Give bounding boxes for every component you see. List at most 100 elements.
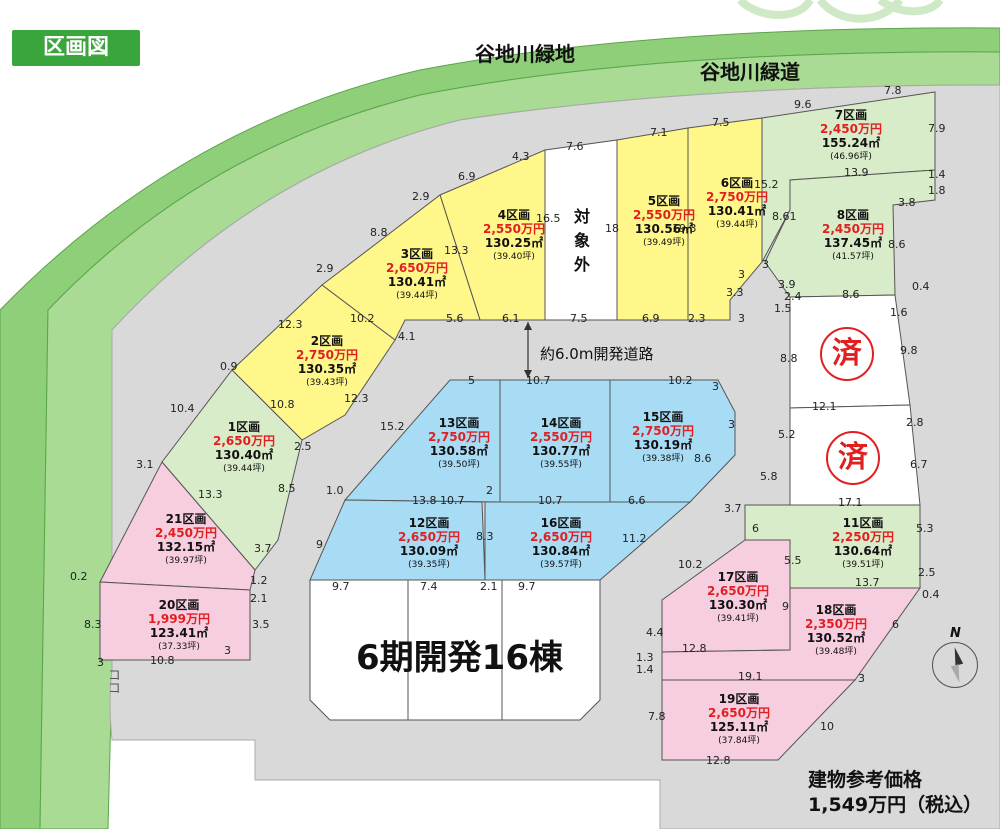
page-title: 区画図	[12, 30, 140, 66]
lot-price: 2,750万円	[706, 190, 768, 204]
lot-price: 2,750万円	[428, 430, 490, 444]
dimension-label: 8.3	[476, 530, 494, 543]
lot-name: 2区画	[310, 334, 344, 348]
lot-area: 130.84㎡	[531, 544, 591, 558]
lot-name: 4区画	[497, 208, 531, 222]
dimension-label: 3	[224, 644, 231, 657]
dimension-label: 8.8	[780, 352, 798, 365]
dimension-label: 9	[782, 600, 789, 613]
lot-price: 2,750万円	[632, 424, 694, 438]
dimension-label: 9.7	[332, 580, 350, 593]
lot-name: 7区画	[834, 108, 868, 122]
dimension-label: 3.3	[726, 286, 744, 299]
sold-text: 済	[832, 336, 862, 371]
dimension-label: 10.8	[270, 398, 295, 411]
dimension-label: 7.6	[566, 140, 584, 153]
lot-price: 2,650万円	[707, 584, 769, 598]
lot-tsubo: (39.49坪)	[643, 238, 685, 248]
lot-area: 130.56㎡	[634, 222, 694, 236]
lot-name: 18区画	[815, 603, 857, 617]
dimension-label: 10.4	[170, 402, 195, 415]
dimension-label: 19.1	[738, 670, 763, 683]
sold-stamp-1: 済	[820, 327, 874, 381]
dimension-label: 1.0	[326, 484, 344, 497]
lot-20[interactable]	[99, 581, 251, 661]
lot-area: 130.25㎡	[484, 236, 544, 250]
dimension-label: 13.7	[855, 576, 880, 589]
dimension-label: 3	[738, 312, 745, 325]
sold-stamp-2: 済	[826, 431, 880, 485]
lot-name: 6区画	[720, 176, 754, 190]
lot-price: 2,650万円	[386, 261, 448, 275]
lot-area: 130.19㎡	[633, 438, 693, 452]
lot-tsubo: (39.48坪)	[815, 647, 857, 657]
lot-name: 15区画	[642, 410, 684, 424]
lot-name: 12区画	[408, 516, 450, 530]
dimension-label: 19.3	[672, 222, 697, 235]
dimension-label: 6.6	[628, 494, 646, 507]
lot-area: 123.41㎡	[149, 626, 209, 640]
dimension-label: 9.7	[518, 580, 536, 593]
dimension-label: 9	[316, 538, 323, 551]
lot-price: 2,450万円	[822, 222, 884, 236]
dimension-label: 8.6	[694, 452, 712, 465]
lot-area: 125.11㎡	[709, 720, 769, 734]
lot-name: 14区画	[540, 416, 582, 430]
green-label-2: 谷地川緑道	[700, 60, 800, 84]
development-block	[309, 579, 601, 721]
dimension-label: 1.3	[636, 651, 654, 664]
lot-price: 1,999万円	[148, 612, 210, 626]
dimension-label: 1.6	[890, 306, 908, 319]
dimension-label: 13.3	[198, 488, 223, 501]
dimension-label: 10.7	[440, 494, 465, 507]
dimension-label: 10.7	[526, 374, 551, 387]
lot-19[interactable]	[661, 679, 857, 761]
lot-tsubo: (46.96坪)	[830, 152, 872, 162]
lot-area: 130.58㎡	[429, 444, 489, 458]
lot-name: 5区画	[647, 194, 681, 208]
excluded-label: 対 象 外	[570, 205, 594, 277]
north-label: N	[950, 626, 961, 641]
lot-area: 130.09㎡	[399, 544, 459, 558]
lot-price: 2,650万円	[398, 530, 460, 544]
lot-area: 130.30㎡	[708, 598, 768, 612]
lot-price: 2,350万円	[805, 617, 867, 631]
dimension-label: 6.9	[458, 170, 476, 183]
corner-text: ココ	[105, 668, 120, 694]
dimension-label: 2.9	[412, 190, 430, 203]
dimension-label: 18	[605, 222, 619, 235]
dimension-label: 8.8	[370, 226, 388, 239]
dimension-label: 12.3	[344, 392, 369, 405]
lot-price: 2,650万円	[530, 530, 592, 544]
lot-tsubo: (39.44坪)	[396, 291, 438, 301]
dimension-label: 6.9	[642, 312, 660, 325]
dimension-label: 3.5	[252, 618, 270, 631]
dimension-label: 7.5	[712, 116, 730, 129]
building-reference-label: 建物参考価格	[808, 769, 923, 791]
dimension-label: 2.1	[250, 592, 268, 605]
lot-tsubo: (39.41坪)	[717, 614, 759, 624]
dimension-label: 3.8	[898, 196, 916, 209]
dimension-label: 2.5	[294, 440, 312, 453]
excluded-char: 対	[573, 207, 590, 226]
dimension-label: 1.2	[250, 574, 268, 587]
dimension-label: 3	[728, 418, 735, 431]
dimension-label: 2.5	[918, 566, 936, 579]
lot-area: 130.64㎡	[833, 544, 893, 558]
lot-name: 3区画	[400, 247, 434, 261]
dimension-label: 17.1	[838, 496, 863, 509]
lot-name: 17区画	[717, 570, 759, 584]
dimension-label: 8.6	[842, 288, 860, 301]
green-label-1: 谷地川緑地	[475, 42, 575, 66]
lot-price: 2,650万円	[708, 706, 770, 720]
lot-price: 2,550万円	[633, 208, 695, 222]
dimension-label: 10.2	[350, 312, 375, 325]
dimension-label: 15.2	[380, 420, 405, 433]
dimension-label: 13.3	[444, 244, 469, 257]
dimension-label: 2	[486, 484, 493, 497]
